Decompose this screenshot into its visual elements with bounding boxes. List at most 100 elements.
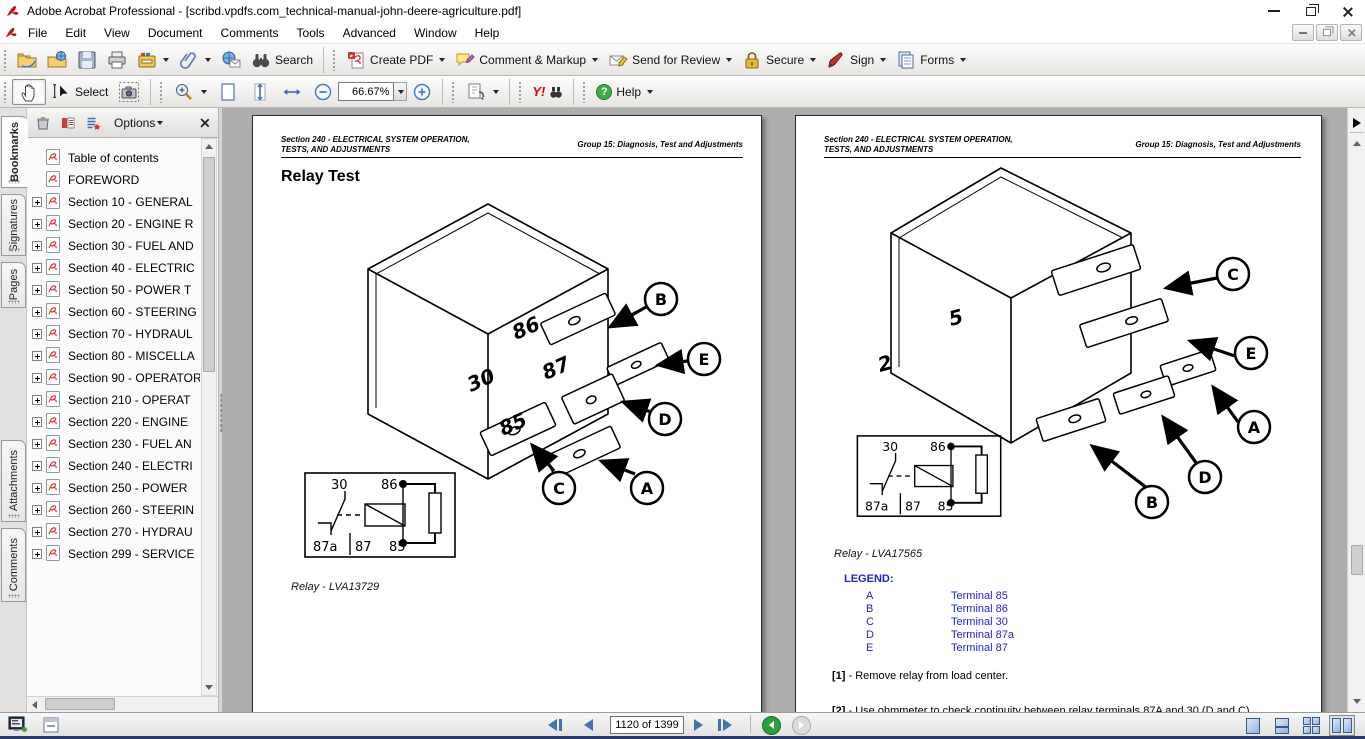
expand-plus-icon[interactable] (32, 307, 42, 317)
expand-plus-icon[interactable] (32, 285, 42, 295)
panel-close-button[interactable] (199, 117, 210, 128)
bookmark-item[interactable]: Section 230 - FUEL AN (27, 433, 201, 455)
print-button[interactable] (102, 47, 132, 73)
scrollbar-thumb[interactable] (1351, 545, 1363, 575)
expand-plus-icon[interactable] (32, 241, 42, 251)
open-web-button[interactable] (42, 47, 72, 73)
zoom-out-button[interactable] (308, 79, 338, 105)
expand-plus-icon[interactable] (32, 549, 42, 559)
scroll-left-button[interactable] (27, 697, 41, 712)
organizer-button[interactable] (132, 47, 174, 73)
menu-advanced[interactable]: Advanced (342, 25, 396, 40)
toolbar-grip[interactable] (332, 48, 338, 71)
next-view-button[interactable] (792, 715, 811, 735)
minimize-button[interactable] (1268, 10, 1280, 12)
menu-edit[interactable]: Edit (65, 25, 87, 40)
forms-button[interactable]: Forms (891, 47, 971, 73)
tab-pages[interactable]: Pages (1, 262, 26, 308)
bookmark-item[interactable]: Section 50 - POWER T (27, 279, 201, 301)
options-menu[interactable]: Options (114, 116, 164, 130)
page-panel-button[interactable] (42, 715, 60, 735)
expand-bookmark-icon[interactable] (60, 115, 76, 131)
zoom-tool-button[interactable] (168, 79, 212, 105)
menu-comments[interactable]: Comments (220, 25, 279, 40)
toolbar-grip[interactable] (159, 80, 165, 103)
hand-tool-button[interactable] (12, 78, 46, 105)
create-pdf-button[interactable]: Create PDF (341, 47, 450, 73)
bookmark-item[interactable]: Section 210 - OPERAT (27, 389, 201, 411)
toolbar-grip[interactable] (3, 48, 8, 71)
expand-plus-icon[interactable] (32, 263, 42, 273)
bookmark-item[interactable]: Section 80 - MISCELLA (27, 345, 201, 367)
next-page-button[interactable] (694, 715, 703, 735)
expand-plus-icon[interactable] (32, 197, 42, 207)
sign-button[interactable]: Sign (821, 47, 891, 73)
email-button[interactable] (216, 47, 246, 73)
expand-plus-icon[interactable] (32, 505, 42, 515)
fit-width-button[interactable] (276, 79, 308, 105)
expand-plus-icon[interactable] (32, 329, 42, 339)
page-view-button[interactable] (460, 79, 504, 105)
tab-signatures[interactable]: Signatures (1, 194, 26, 256)
bookmark-item[interactable]: Section 220 - ENGINE (27, 411, 201, 433)
close-button[interactable] (1342, 6, 1353, 17)
fit-height-button[interactable] (244, 79, 276, 105)
open-button[interactable] (12, 47, 42, 73)
help-button[interactable]: ? Help (591, 79, 658, 105)
secure-button[interactable]: Secure (737, 47, 821, 73)
expand-plus-icon[interactable] (32, 373, 42, 383)
zoom-level-field[interactable]: 66.67% (338, 82, 395, 101)
last-page-button[interactable] (718, 715, 732, 735)
document-scrollbar[interactable] (1347, 108, 1365, 712)
doc-restore-button[interactable] (1316, 24, 1338, 41)
scrollbar-thumb[interactable] (203, 157, 215, 372)
expand-plus-icon[interactable] (32, 219, 42, 229)
expand-plus-icon[interactable] (32, 417, 42, 427)
yahoo-search-button[interactable]: Y! (527, 79, 568, 105)
doc-minimize-button[interactable] (1292, 24, 1314, 41)
menu-file[interactable]: File (28, 25, 48, 40)
bookmark-item[interactable]: Section 10 - GENERAL (27, 191, 201, 213)
hscrollbar-thumb[interactable] (45, 698, 115, 710)
bookmark-item[interactable]: Section 40 - ELECTRIC (27, 257, 201, 279)
bookmark-item[interactable]: FOREWORD (27, 169, 201, 191)
bookmark-item[interactable]: Section 270 - HYDRAU (27, 521, 201, 543)
send-review-button[interactable]: Send for Review (603, 47, 737, 73)
tab-attachments[interactable]: Attachments (1, 440, 26, 522)
tab-comments[interactable]: Comments (1, 528, 26, 602)
menu-document[interactable]: Document (147, 25, 203, 40)
toolbar-grip[interactable] (451, 80, 457, 103)
select-tool-button[interactable]: Select (46, 79, 113, 105)
page-number-field[interactable]: 1120 of 1399 (610, 715, 684, 735)
scroll-up-button[interactable] (1350, 136, 1364, 151)
menu-view[interactable]: View (104, 25, 130, 40)
search-button[interactable]: Search (246, 47, 318, 73)
zoom-level-dropdown[interactable] (394, 82, 408, 101)
bookmark-item[interactable]: Section 90 - OPERATOR (27, 367, 201, 389)
screen-mode-button[interactable] (8, 715, 28, 735)
fit-page-button[interactable] (212, 79, 244, 105)
expand-plus-icon[interactable] (32, 461, 42, 471)
expand-plus-icon[interactable] (32, 439, 42, 449)
expand-plus-icon[interactable] (32, 483, 42, 493)
menu-help[interactable]: Help (474, 25, 500, 40)
toolbar-grip[interactable] (3, 80, 8, 103)
previous-view-button[interactable] (762, 715, 781, 735)
continuous-view-button[interactable] (1269, 715, 1295, 736)
restore-button[interactable] (1306, 3, 1319, 16)
first-page-button[interactable] (548, 715, 562, 735)
facing-view-button[interactable] (1298, 715, 1324, 736)
single-page-view-button[interactable] (1240, 715, 1266, 736)
attach-button[interactable] (174, 47, 216, 73)
delete-bookmark-icon[interactable] (35, 115, 51, 131)
menu-tools[interactable]: Tools (296, 25, 325, 40)
bookmark-item[interactable]: Section 20 - ENGINE R (27, 213, 201, 235)
bookmark-item[interactable]: Section 30 - FUEL AND (27, 235, 201, 257)
menu-window[interactable]: Window (413, 25, 457, 40)
collapse-pane-button[interactable] (1350, 113, 1364, 133)
bookmark-item[interactable]: Section 260 - STEERIN (27, 499, 201, 521)
scroll-down-button[interactable] (202, 680, 216, 695)
panel-splitter[interactable] (218, 108, 223, 712)
toolbar-grip[interactable] (582, 80, 588, 103)
tab-bookmarks[interactable]: Bookmarks (1, 116, 28, 188)
